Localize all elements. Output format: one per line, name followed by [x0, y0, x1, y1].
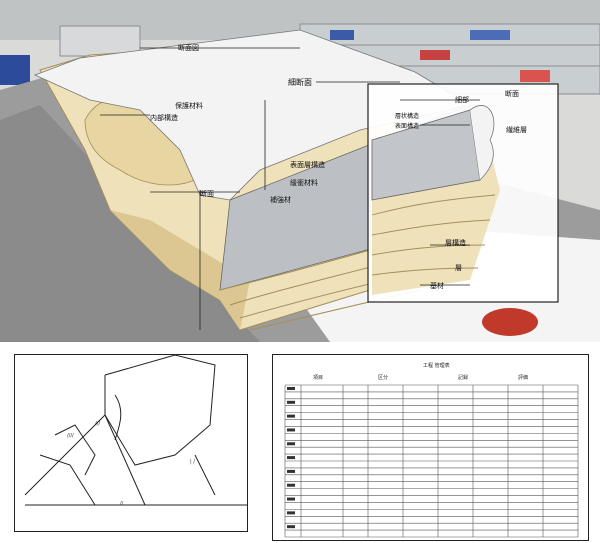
svg-text:////: ////: [67, 433, 74, 439]
inset-layer-lines: [371, 194, 496, 276]
leader-lines: [100, 47, 480, 330]
row-marker: [287, 456, 295, 460]
cutaway-diagram-panel: 断面図 細断面 保護材料 内部構造 断面 表面層構造 緩衝材料 補強材 細部 断…: [0, 0, 600, 342]
label-top-center: 断面図: [178, 43, 199, 52]
row-marker: [287, 414, 295, 418]
label-inset-a: 細部: [455, 95, 469, 104]
data-sheet: 工程 管理表 項目 区分 記録 評価: [284, 362, 579, 538]
data-sheet-panel: 工程 管理表 項目 区分 記録 評価: [272, 354, 589, 541]
svg-text:///: ///: [95, 421, 100, 427]
table-header-3: 記録: [458, 374, 468, 381]
svg-text:| /: | /: [190, 459, 195, 465]
table-header-4: 評価: [518, 374, 528, 381]
table-header-1: 項目: [313, 375, 323, 381]
line-sketch-panel: //// /// | / //: [14, 354, 248, 532]
row-marker: [287, 469, 295, 473]
padding-shadow: [110, 210, 250, 330]
label-inset-c: 層状構造: [395, 112, 419, 120]
label-left-a: 保護材料: [175, 101, 203, 110]
table-header-2: 区分: [378, 374, 388, 381]
label-inset-f: 層構造: [445, 238, 466, 247]
label-left-b: 内部構造: [150, 113, 178, 122]
cover-sheet: [33, 29, 472, 201]
row-marker: [287, 511, 295, 515]
inset-edge: [469, 105, 495, 181]
red-object: [482, 308, 538, 336]
label-inset-e: 繊維層: [506, 125, 527, 134]
row-marker: [287, 497, 295, 501]
table-row-marks: [287, 387, 295, 529]
table-grid: [284, 384, 579, 538]
label-mid-b: 表面層構造: [290, 160, 325, 169]
cutaway-diagram: 断面図 細断面 保護材料 内部構造 断面 表面層構造 緩衝材料 補強材 細部 断…: [0, 0, 600, 342]
sketch-marks: //// /// | / //: [67, 421, 195, 507]
label-inset-h: 基材: [430, 281, 444, 290]
label-upper-mid: 細断面: [288, 77, 312, 87]
row-marker: [287, 400, 295, 404]
row-marker: [287, 387, 295, 390]
line-sketch: //// /// | / //: [24, 355, 247, 507]
label-mid-d: 補強材: [270, 195, 291, 204]
row-marker: [287, 428, 295, 432]
row-marker: [287, 525, 295, 529]
label-inset-b: 断面: [505, 89, 519, 98]
svg-text://: //: [120, 501, 124, 507]
label-mid-c: 緩衝材料: [290, 178, 318, 187]
row-marker: [287, 483, 295, 487]
label-inset-g: 層: [455, 264, 462, 272]
table-title: 工程 管理表: [423, 362, 450, 369]
label-inset-d: 表面構造: [395, 122, 419, 130]
row-marker: [287, 442, 295, 446]
label-mid-a: 断面: [200, 189, 214, 198]
